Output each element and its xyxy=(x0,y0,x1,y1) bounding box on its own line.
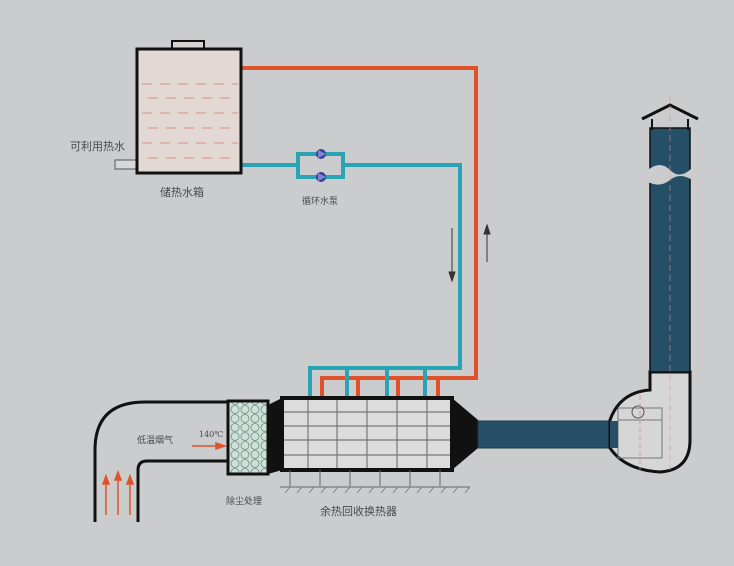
flow-arrow-down-icon xyxy=(448,228,456,283)
heat-exchanger-label: 余热回收换热器 xyxy=(320,505,397,518)
cold-water-pipe xyxy=(241,152,462,396)
circulation-pump-label: 循环水泵 xyxy=(302,197,339,207)
fan-housing xyxy=(608,370,692,474)
hot-water-pipe xyxy=(241,66,478,396)
storage-tank xyxy=(114,40,243,175)
flue-gas-arrows-icon xyxy=(101,441,228,515)
flue-gas-label: 低温烟气 xyxy=(137,436,174,446)
dust-removal-label: 除尘处理 xyxy=(226,497,263,507)
pump-icon xyxy=(316,149,326,182)
chimney xyxy=(641,95,699,470)
usable-hot-water-label: 可利用热水 xyxy=(70,140,125,153)
flow-arrow-up-icon xyxy=(483,223,491,262)
dust-filter xyxy=(226,399,270,476)
storage-tank-label: 储热水箱 xyxy=(160,186,204,199)
inlet-duct xyxy=(93,400,228,522)
heat-exchanger xyxy=(280,396,478,494)
fan-icon xyxy=(631,405,645,419)
outlet-duct xyxy=(477,420,619,449)
inlet-temp-label: 140℃ xyxy=(199,430,224,439)
